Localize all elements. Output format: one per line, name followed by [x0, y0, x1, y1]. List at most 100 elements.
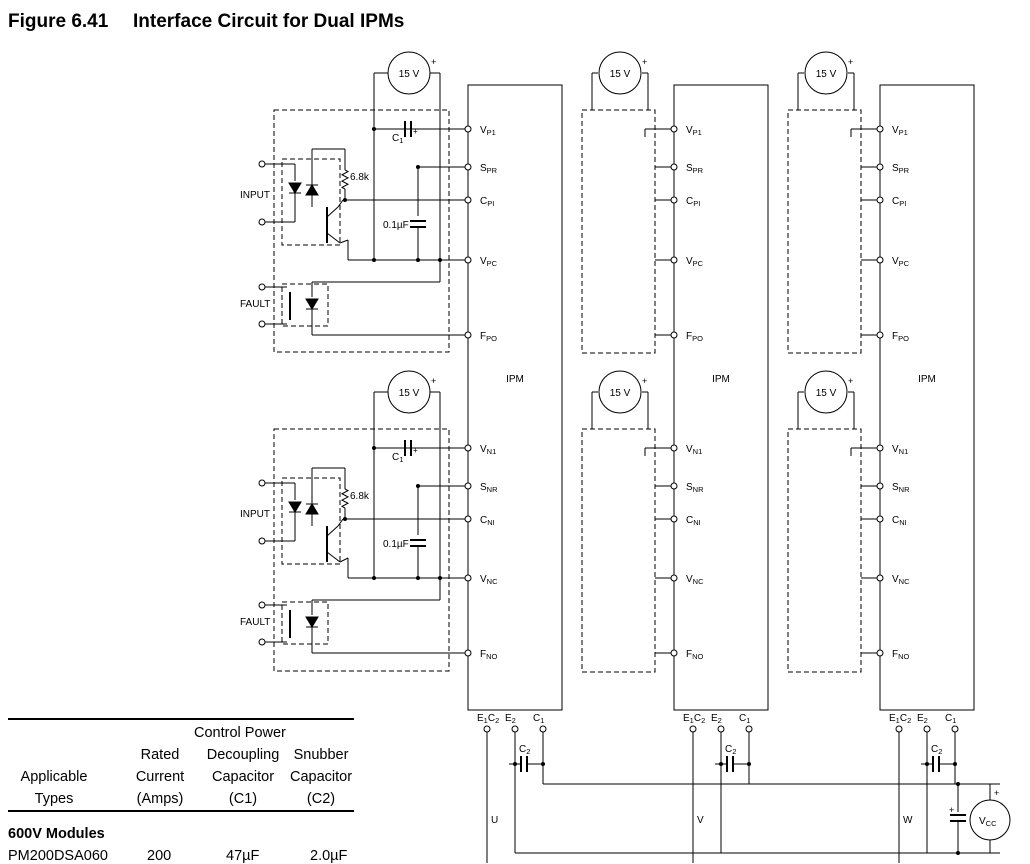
- ipm-terminal-label: C1: [739, 713, 750, 725]
- junction-dot: [719, 762, 723, 766]
- input-terminal: [258, 537, 266, 545]
- fault-opto-outline: [281, 601, 329, 645]
- junction-dot: [925, 762, 929, 766]
- junction-dot: [956, 851, 960, 855]
- ipm-terminal-label: E1C2: [477, 713, 499, 725]
- driver-board-outline: [787, 109, 862, 354]
- terminal: [670, 444, 678, 452]
- wire: [326, 232, 341, 244]
- terminal: [670, 482, 678, 490]
- wire: [337, 518, 344, 527]
- c2-label: C2: [519, 744, 530, 756]
- ipm-terminal-label: E2: [711, 713, 722, 725]
- supply-15v-icon: [598, 370, 642, 414]
- driver-board-outline: [787, 428, 862, 673]
- plus-sign: +: [848, 57, 853, 67]
- wire: [337, 199, 344, 208]
- plus-sign: +: [413, 127, 418, 136]
- terminal: [745, 725, 753, 733]
- input-terminal: [258, 479, 266, 487]
- terminal: [876, 331, 884, 339]
- fault-label: FAULT: [240, 617, 270, 628]
- c2-label: C2: [931, 744, 942, 756]
- supply-15v-icon: [804, 51, 848, 95]
- ipm-block: [673, 84, 769, 711]
- optocoupler-outline: [281, 158, 341, 246]
- junction-dot: [416, 484, 420, 488]
- ipm-terminal-label: C1: [945, 713, 956, 725]
- plus-sign: +: [949, 805, 954, 815]
- resistor-label: 6.8k: [350, 172, 370, 183]
- pin-label: VP1: [686, 125, 702, 137]
- terminal: [951, 725, 959, 733]
- ipm-block: [467, 84, 563, 711]
- junction-dot: [513, 762, 517, 766]
- row-decoupling: 47µF: [226, 848, 260, 864]
- terminal: [876, 196, 884, 204]
- terminal: [876, 163, 884, 171]
- diode-icon: [288, 182, 302, 194]
- pin-label: FNO: [686, 649, 704, 661]
- pin-label: VPC: [892, 256, 910, 268]
- junction-dot: [343, 198, 347, 202]
- pin-label: SNR: [892, 482, 910, 494]
- pin-label: SNR: [686, 482, 704, 494]
- section-600v-modules: 600V Modules: [8, 826, 105, 842]
- terminal: [876, 482, 884, 490]
- supply-voltage-label: 15 V: [816, 69, 837, 80]
- pin-label: CPI: [686, 196, 700, 208]
- junction-dot: [747, 762, 751, 766]
- supply-voltage-label: 15 V: [610, 388, 631, 399]
- terminal: [464, 482, 472, 490]
- junction-dot: [416, 576, 420, 580]
- supply-voltage-label: 15 V: [399, 388, 420, 399]
- pin-label: VNC: [480, 574, 498, 586]
- terminal: [876, 125, 884, 133]
- terminal: [876, 574, 884, 582]
- phase-label: U: [491, 815, 498, 826]
- input-label: INPUT: [240, 509, 270, 520]
- c1-label: C1: [392, 452, 403, 464]
- terminal: [876, 649, 884, 657]
- terminal: [670, 515, 678, 523]
- figure-caption: Interface Circuit for Dual IPMs: [133, 11, 405, 32]
- terminal: [670, 125, 678, 133]
- terminal: [483, 725, 491, 733]
- phase-label: W: [903, 815, 913, 826]
- terminal: [464, 574, 472, 582]
- wire: [326, 206, 339, 218]
- optocoupler-outline: [281, 477, 341, 565]
- supply-voltage-label: 15 V: [399, 69, 420, 80]
- terminal: [876, 515, 884, 523]
- pin-label: VP1: [480, 125, 496, 137]
- junction-dot: [343, 517, 347, 521]
- phase-label: V: [697, 815, 704, 826]
- cap-0.1uf-label: 0.1µF: [383, 539, 409, 550]
- ipm-terminal-label: C1: [533, 713, 544, 725]
- pin-label: CNI: [480, 515, 495, 527]
- terminal: [464, 256, 472, 264]
- pin-label: FPO: [892, 331, 909, 343]
- header-control-power: Control Power: [194, 725, 286, 741]
- terminal: [670, 256, 678, 264]
- vcc-label: VCC: [979, 816, 997, 828]
- ipm-terminal-label: E2: [505, 713, 516, 725]
- plus-sign: +: [431, 57, 436, 67]
- pin-label: FNO: [480, 649, 498, 661]
- pin-label: VNC: [892, 574, 910, 586]
- supply-voltage-label: 15 V: [610, 69, 631, 80]
- resistor-icon: [340, 169, 350, 190]
- c2-label: C2: [725, 744, 736, 756]
- terminal: [670, 163, 678, 171]
- pin-label: VNC: [686, 574, 704, 586]
- table-header-rule: [8, 810, 354, 812]
- resistor-icon: [340, 488, 350, 509]
- terminal: [876, 444, 884, 452]
- row-type: PM200DSA060: [8, 848, 108, 864]
- plus-sign: +: [642, 57, 647, 67]
- junction-dot: [956, 782, 960, 786]
- resistor-label: 6.8k: [350, 491, 370, 502]
- ipm-terminal-label: E1C2: [683, 713, 705, 725]
